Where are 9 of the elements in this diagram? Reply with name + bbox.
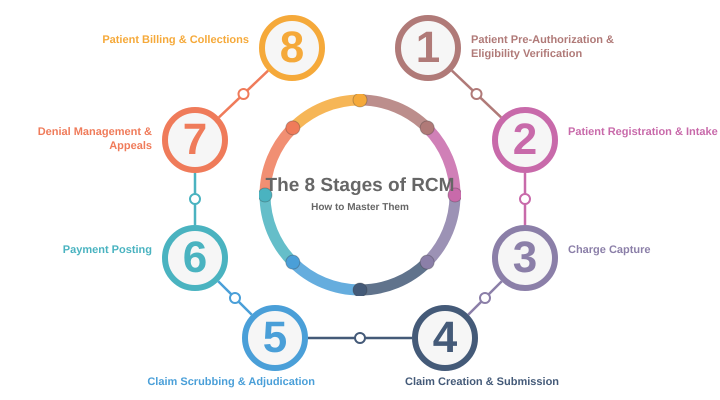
stage-label: Payment Posting [62,244,152,258]
subtitle-text: How to Master Them [311,202,409,213]
stage-label: Patient Registration & Intake [568,126,718,140]
stage-label: Claim Scrubbing & Adjudication [147,376,315,390]
stage-label: Patient Pre-Authorization & Eligibility Verification [471,34,616,62]
stage-label: Patient Billing & Collections [101,34,249,48]
stage-label: Charge Capture [568,244,652,258]
stage-label: Claim Creation & Submission [405,376,560,390]
stage-label: Denial Management & Appeals [36,126,152,154]
